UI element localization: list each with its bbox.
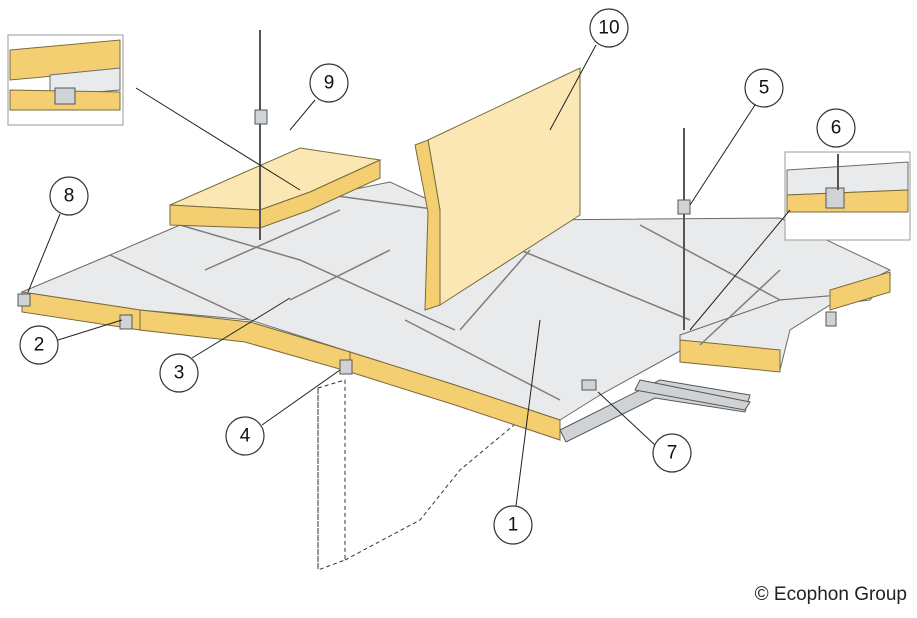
svg-text:6: 6 <box>831 118 842 139</box>
svg-text:5: 5 <box>759 78 770 99</box>
callout-3: 3 <box>159 353 199 393</box>
callout-6: 6 <box>816 108 856 148</box>
svg-text:9: 9 <box>324 73 335 94</box>
insulation-slab <box>169 147 382 229</box>
copyright-text: © Ecophon Group <box>754 584 907 605</box>
svg-text:3: 3 <box>174 363 185 384</box>
callout-4: 4 <box>225 416 265 456</box>
leader-lines <box>27 44 791 507</box>
callout-5: 5 <box>744 68 784 108</box>
callout-9: 9 <box>309 63 349 103</box>
callout-8: 8 <box>49 176 89 216</box>
inset-detail-left <box>7 34 124 126</box>
svg-text:7: 7 <box>667 443 678 464</box>
ceiling-tiles <box>20 181 892 441</box>
callout-7: 7 <box>652 433 692 473</box>
callout-1: 1 <box>493 505 533 545</box>
vertical-panel <box>414 67 581 311</box>
hangers <box>254 30 691 330</box>
inset-detail-right <box>784 151 911 241</box>
grid-profiles <box>17 293 837 443</box>
callout-10: 10 <box>589 8 629 48</box>
dashed-column <box>317 379 521 571</box>
svg-text:4: 4 <box>240 426 251 447</box>
callout-2: 2 <box>19 325 59 365</box>
svg-text:10: 10 <box>598 18 619 39</box>
svg-text:1: 1 <box>508 515 519 536</box>
svg-text:8: 8 <box>64 186 75 207</box>
svg-text:2: 2 <box>34 335 45 356</box>
